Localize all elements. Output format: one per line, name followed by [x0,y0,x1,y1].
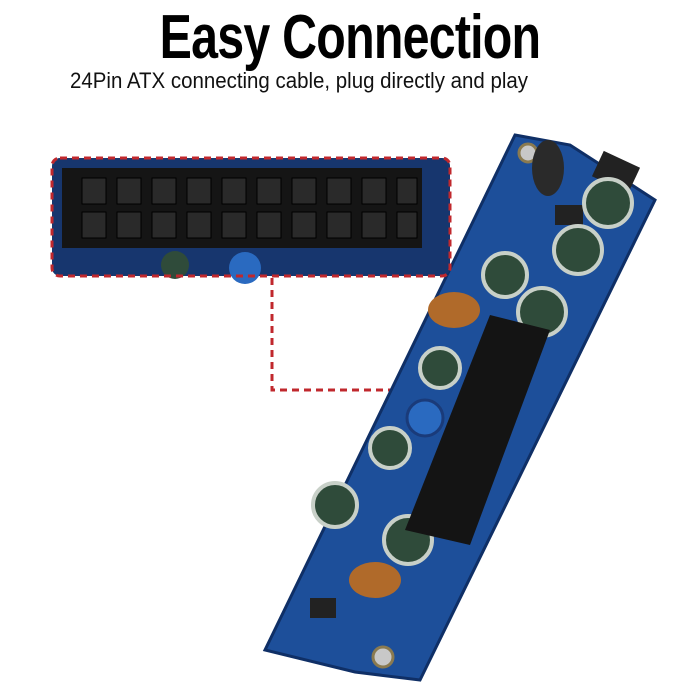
blue-capacitor [405,398,445,438]
atx-24pin-connector [405,315,550,545]
callout-leader-line [270,278,410,392]
inductor [349,140,564,598]
headline-title: Easy Connection [159,3,541,72]
connector-closeup-inset [50,156,452,284]
capacitors [311,177,634,566]
headline-subtitle: 24Pin ATX connecting cable, plug directl… [70,68,528,93]
